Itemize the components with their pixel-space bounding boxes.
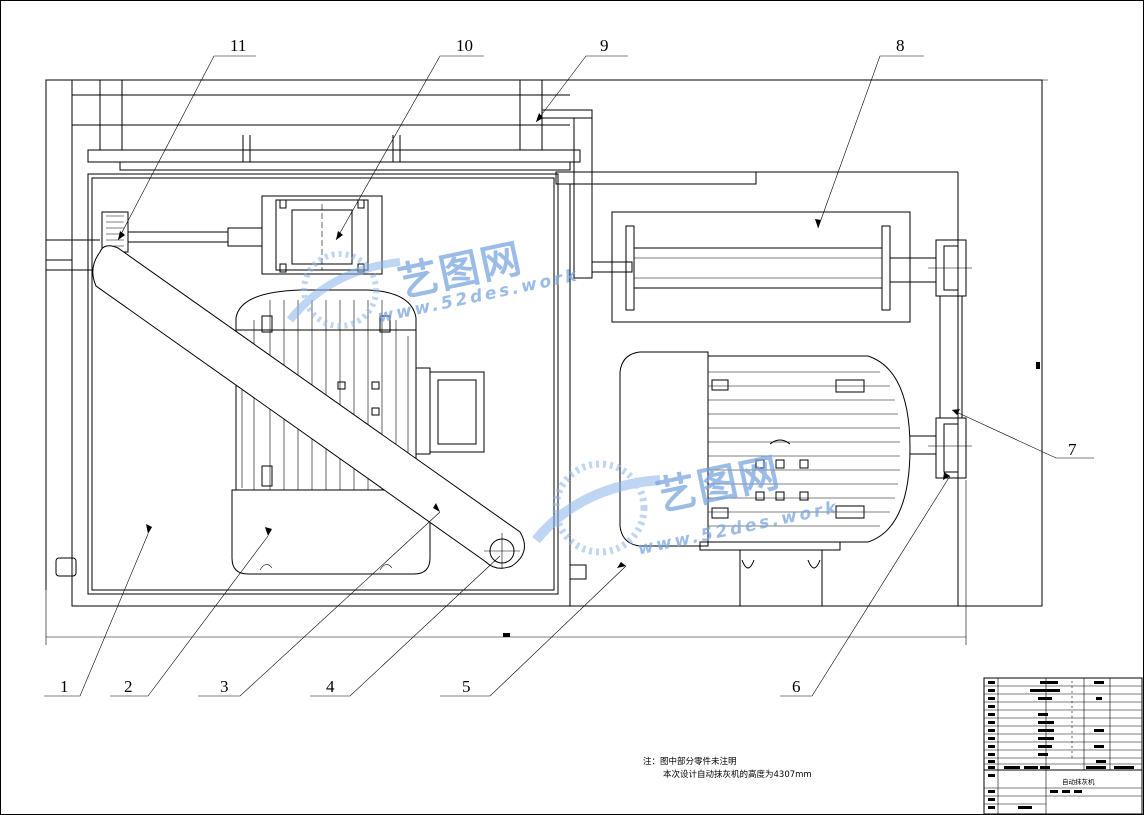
callout-6: 6 bbox=[792, 677, 801, 696]
note-line-2: 本次设计自动抹灰机的高度为4307mm bbox=[663, 770, 812, 780]
right-motor bbox=[619, 351, 911, 607]
callout-8: 8 bbox=[896, 36, 905, 55]
belt-arm bbox=[92, 245, 525, 569]
dimension-lines bbox=[45, 79, 1048, 645]
leader-lines bbox=[44, 55, 1094, 697]
watermark-globe-icon bbox=[286, 251, 661, 556]
callout-numbers: 1 2 3 4 5 6 7 8 9 10 11 bbox=[60, 36, 1077, 696]
title-block-name: 自动抹灰机 bbox=[1062, 778, 1095, 786]
roller-drum bbox=[611, 211, 937, 323]
housing bbox=[55, 173, 587, 595]
title-block bbox=[983, 677, 1143, 815]
callout-5: 5 bbox=[462, 677, 471, 696]
belt-drive bbox=[903, 239, 972, 479]
callout-10: 10 bbox=[456, 36, 473, 55]
callout-3: 3 bbox=[220, 677, 229, 696]
callout-4: 4 bbox=[326, 677, 335, 696]
callout-7: 7 bbox=[1068, 440, 1077, 459]
note-line-1: 注：图中部分零件未注明 bbox=[643, 757, 737, 767]
callout-2: 2 bbox=[124, 677, 133, 696]
callout-11: 11 bbox=[230, 36, 246, 55]
drawing-notes: 注：图中部分零件未注明 本次设计自动抹灰机的高度为4307mm bbox=[643, 756, 812, 782]
callout-9: 9 bbox=[600, 36, 609, 55]
gearbox bbox=[261, 195, 383, 275]
callout-1: 1 bbox=[60, 677, 69, 696]
